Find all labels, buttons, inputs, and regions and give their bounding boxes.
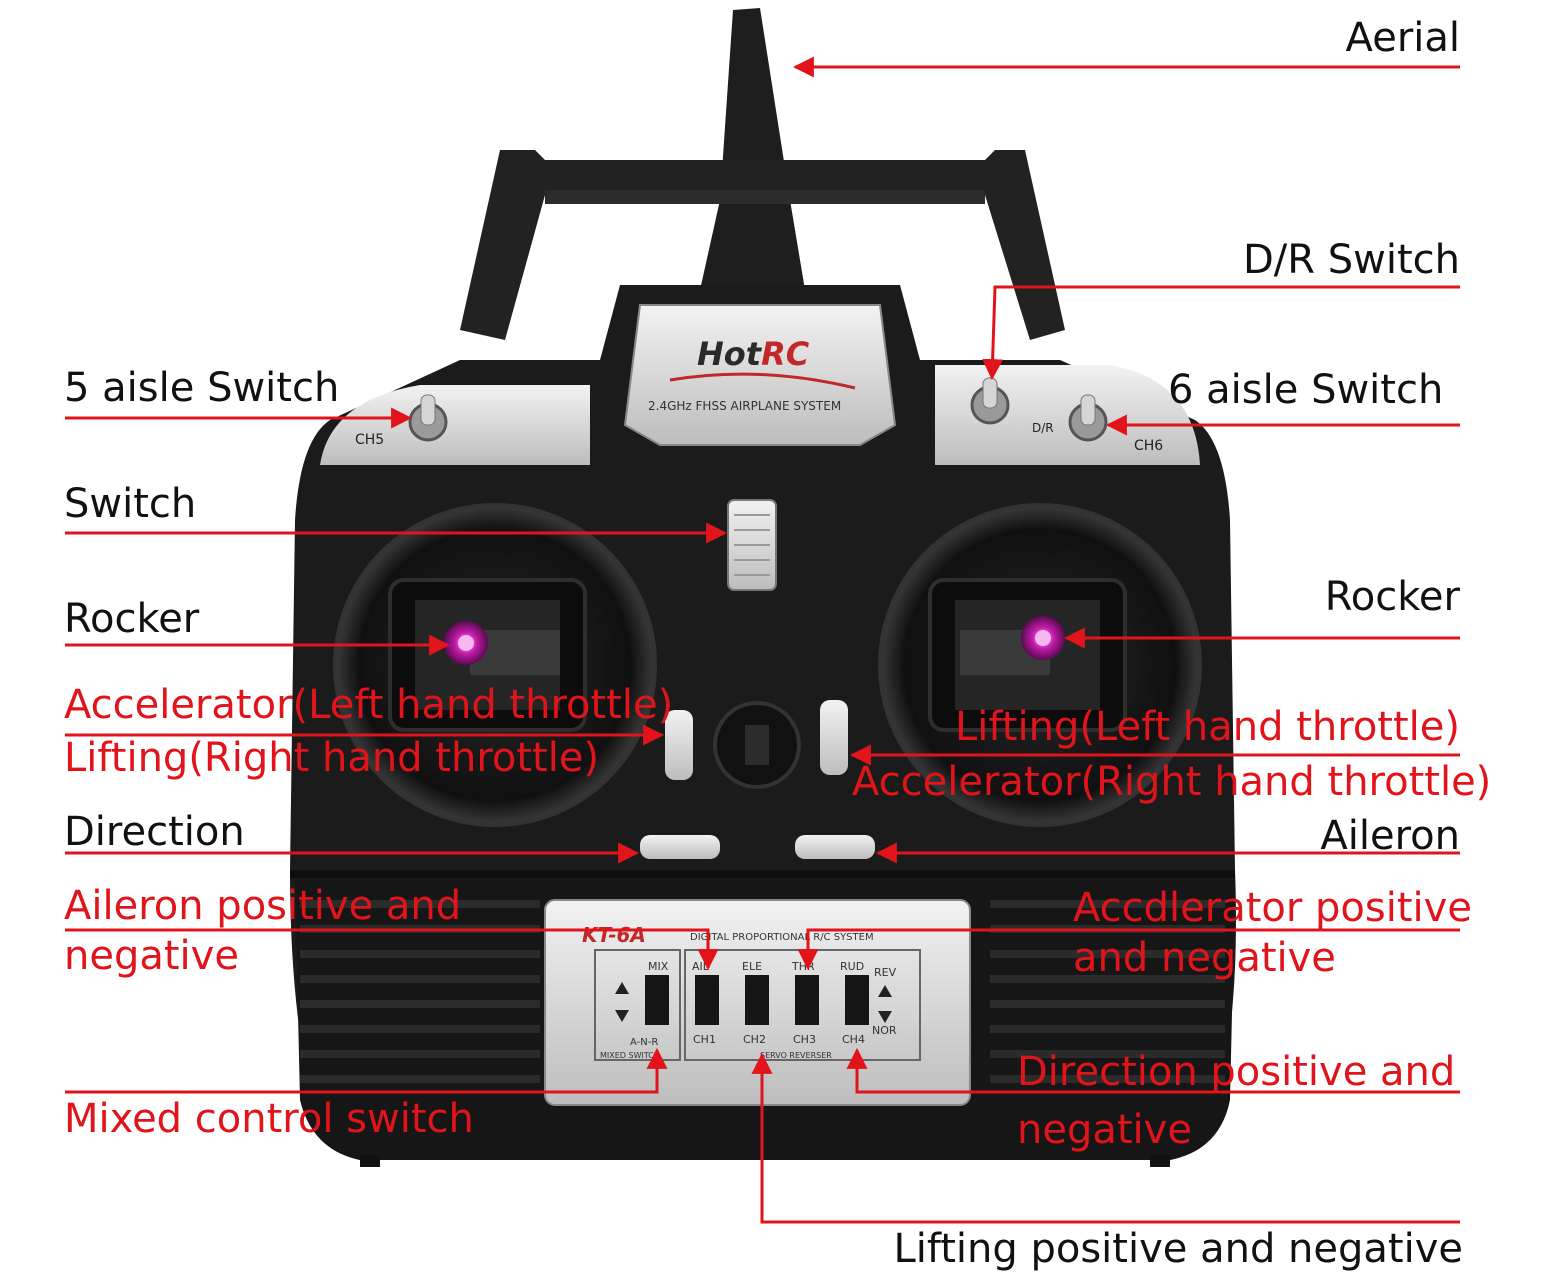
- rocker-right-label: Rocker: [1324, 574, 1460, 620]
- lift-right-throttle-label: Lifting(Right hand throttle): [64, 735, 600, 781]
- aileron-label: Aileron: [1320, 813, 1460, 859]
- dr-switch-leader: [982, 285, 1460, 381]
- ch3-name: THR: [791, 960, 815, 973]
- mix-mode-label: A-N-R: [630, 1037, 658, 1048]
- switch-label: Switch: [64, 481, 197, 527]
- aisle6-label: 6 aisle Switch: [1168, 367, 1444, 413]
- brand-logo: HotRC: [697, 335, 810, 373]
- accel-right-label: Accelerator(Right hand throttle): [852, 759, 1492, 805]
- ch4-dip-switch: [845, 975, 869, 1025]
- mixed-control-label: Mixed control switch: [64, 1096, 474, 1142]
- mixed-switch-caption: MIXED SWITCH: [600, 1051, 660, 1060]
- ch2-dip-switch: [745, 975, 769, 1025]
- dr-switch-label: D/R Switch: [1242, 237, 1460, 283]
- aileron-pn-leader: [65, 928, 719, 971]
- direction-pn-leader: [846, 1047, 1460, 1094]
- nor-label: NOR: [872, 1024, 897, 1037]
- direction-pn-label-2: negative: [1017, 1107, 1192, 1153]
- left-horizontal-trim: [640, 835, 720, 859]
- model-label: KT-6A: [582, 923, 646, 947]
- ch1-dip-switch: [695, 975, 719, 1025]
- mixed-control-leader: [65, 1047, 668, 1094]
- direction-label: Direction: [64, 809, 245, 855]
- rocker-left-label: Rocker: [64, 596, 200, 642]
- lift-left-throttle-label: Lifting(Left hand throttle): [955, 704, 1460, 750]
- ch1-number: CH1: [693, 1033, 716, 1046]
- ch4-number: CH4: [842, 1033, 865, 1046]
- direction-pn-label-1: Direction positive and: [1017, 1049, 1456, 1095]
- mix-label: MIX: [648, 960, 669, 973]
- mix-dip-switch: [645, 975, 669, 1025]
- ch3-number: CH3: [793, 1033, 816, 1046]
- aisle5-label: 5 aisle Switch: [64, 365, 340, 411]
- ch6-label: CH6: [1134, 438, 1163, 454]
- carry-handle: [460, 150, 1065, 340]
- accel-pn-leader: [797, 928, 1460, 971]
- accel-pn-label-1: Accdlerator positive: [1073, 885, 1472, 931]
- panel-title: DIGITAL PROPORTIONAL R/C SYSTEM: [690, 932, 874, 943]
- left-shoulder-panel: [320, 385, 590, 465]
- aileron-pn-label-1: Aileron positive and: [64, 883, 462, 929]
- lifting-pn-label: Lifting positive and negative: [893, 1226, 1463, 1272]
- right-vertical-trim: [820, 700, 848, 775]
- system-caption: 2.4GHz FHSS AIRPLANE SYSTEM: [648, 399, 841, 413]
- accel-left-label: Accelerator(Left hand throttle): [64, 682, 674, 728]
- servo-reverser-caption: SERVO REVERSER: [760, 1051, 832, 1060]
- ch2-name: ELE: [742, 960, 762, 973]
- ch4-name: RUD: [840, 960, 864, 973]
- aerial-label: Aerial: [1345, 15, 1460, 61]
- right-horizontal-trim: [795, 835, 875, 859]
- lifting-pn-leader: [751, 1052, 1460, 1224]
- accel-pn-label-2: and negative: [1073, 935, 1336, 981]
- aerial-antenna: [700, 8, 805, 290]
- ch5-label: CH5: [355, 432, 384, 448]
- ch2-number: CH2: [743, 1033, 766, 1046]
- left-vertical-trim: [665, 710, 693, 780]
- aileron-pn-label-2: negative: [64, 933, 239, 979]
- ch3-dip-switch: [795, 975, 819, 1025]
- dr-label: D/R: [1032, 421, 1054, 435]
- rev-label: REV: [874, 966, 897, 979]
